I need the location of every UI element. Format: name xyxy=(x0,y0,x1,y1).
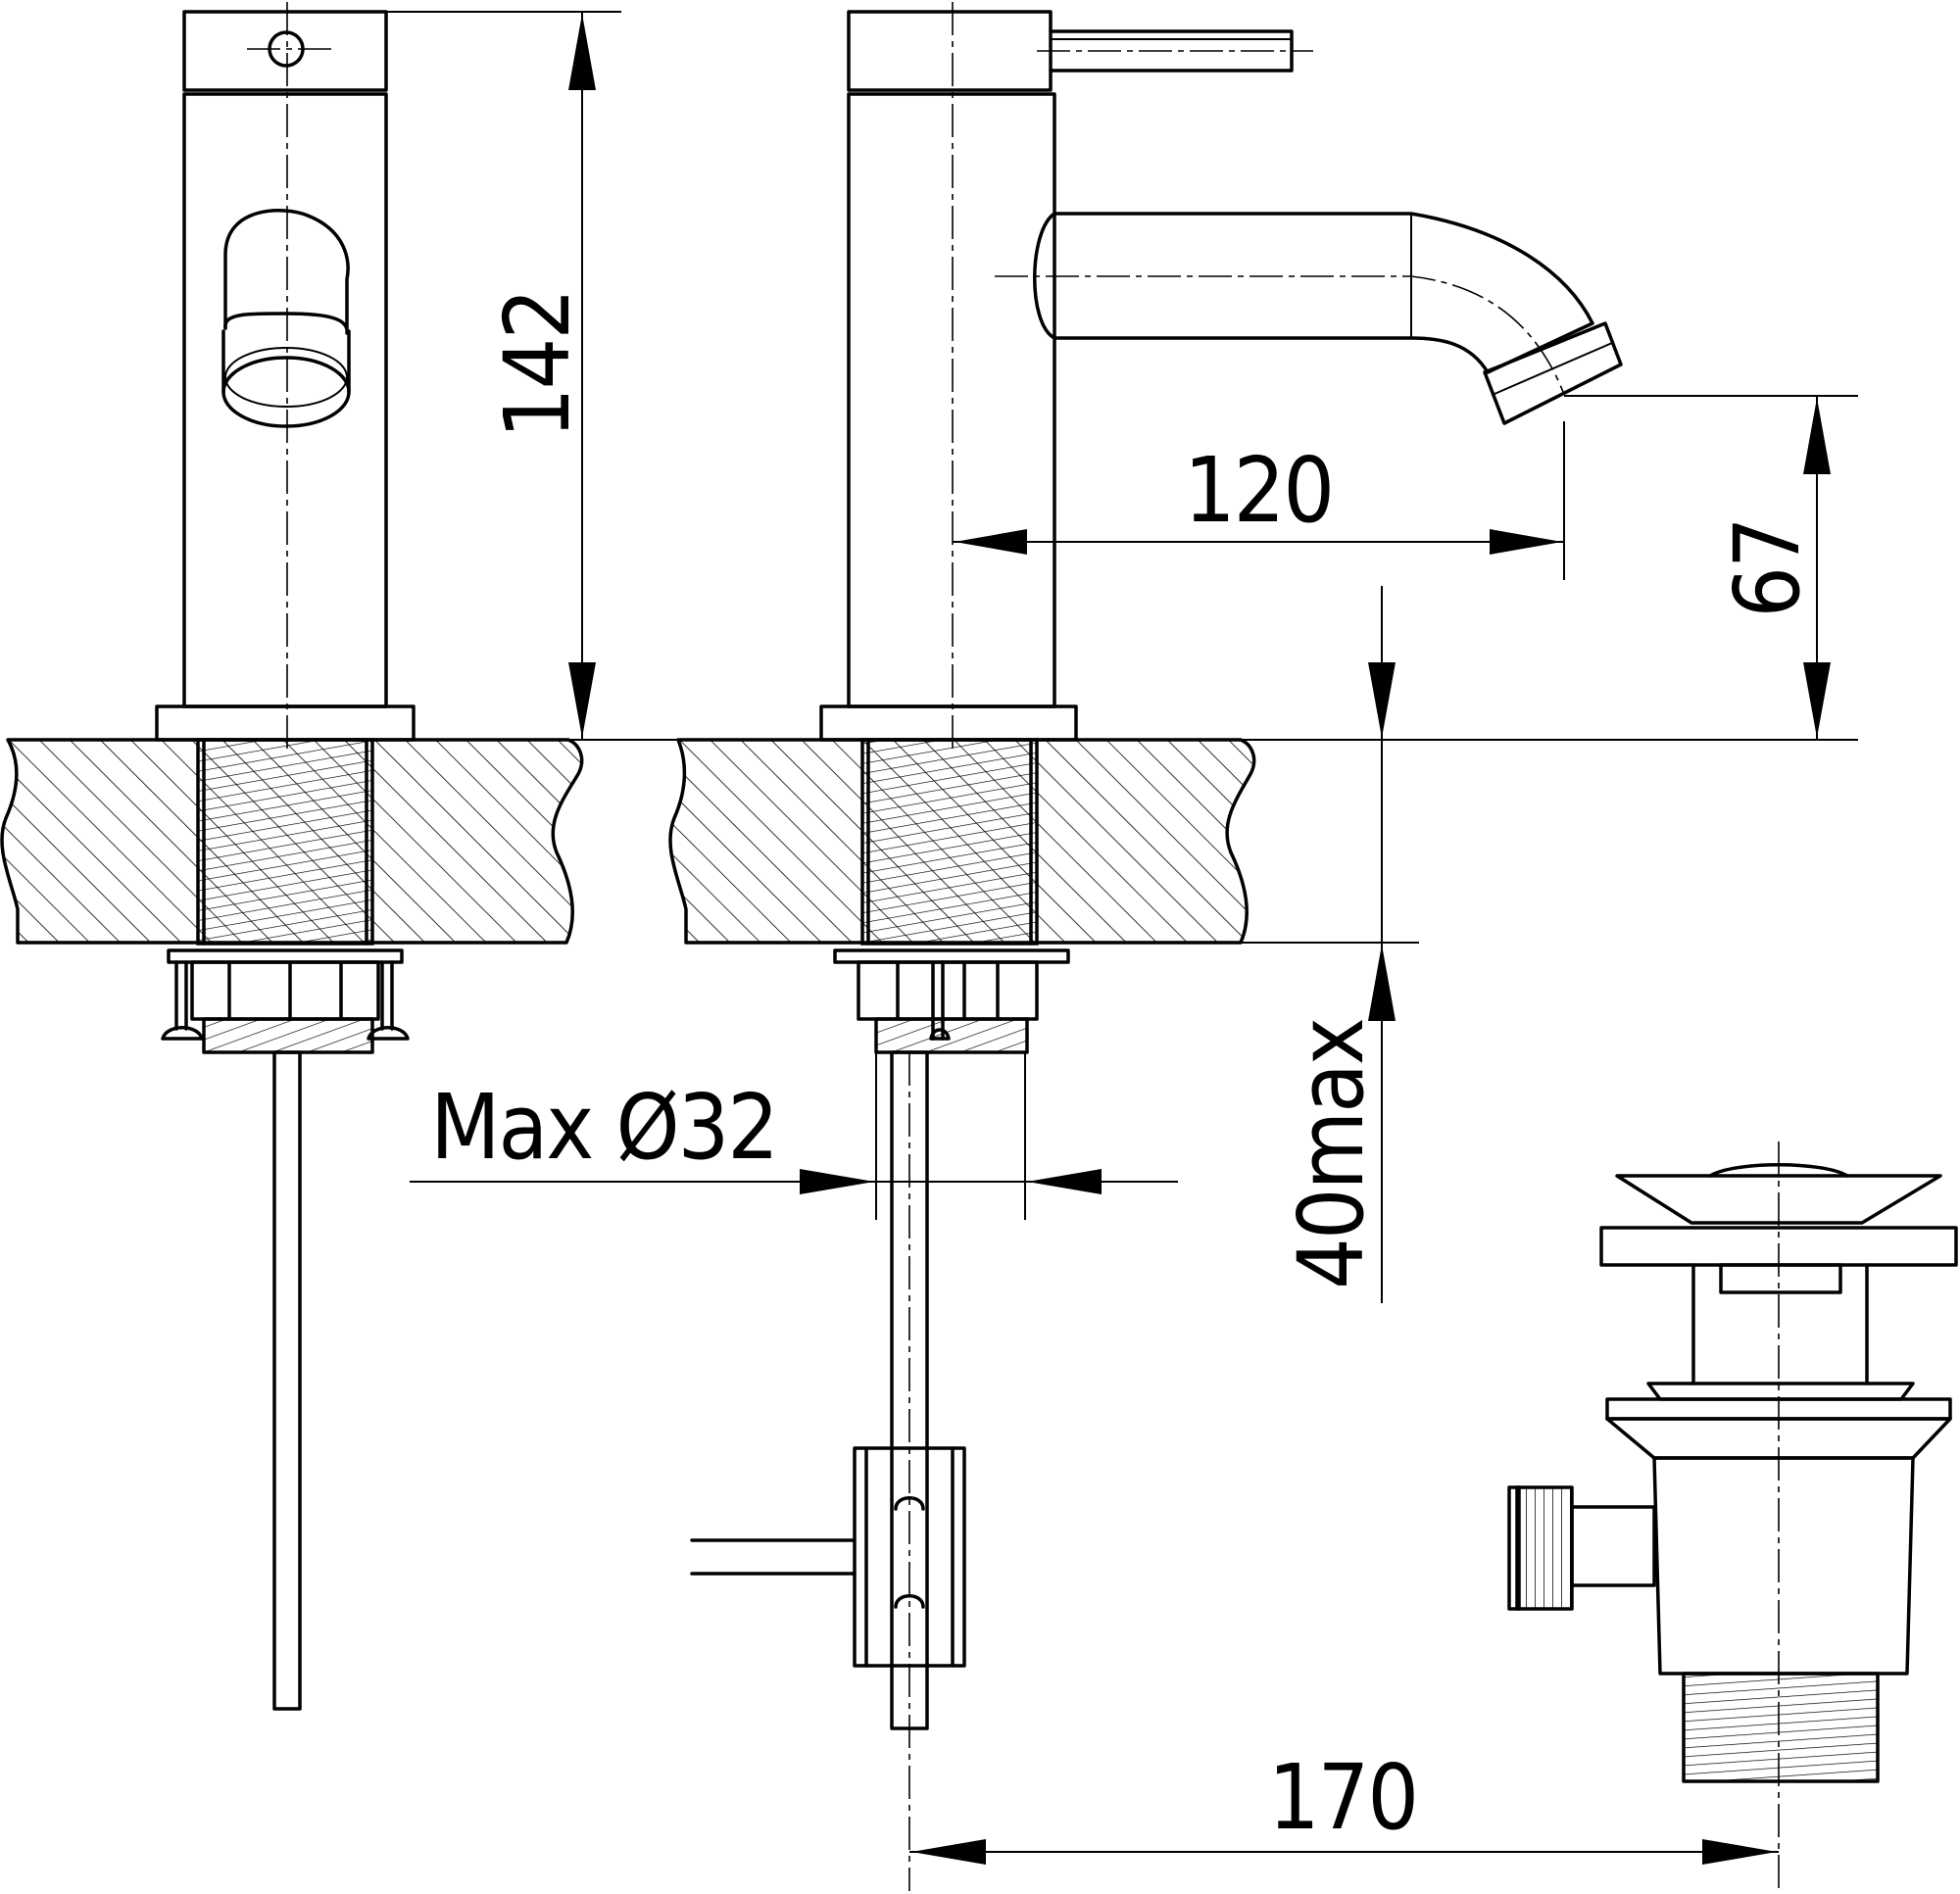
pop-up-drain xyxy=(1507,1141,1958,1894)
spout xyxy=(1053,212,1594,374)
dimension-labels: 142 120 67 40max Max Ø32 170 xyxy=(430,290,1820,1850)
shank-left xyxy=(196,738,374,946)
dim-reach-label: 120 xyxy=(1184,438,1333,543)
dim-drain-offset-label: 170 xyxy=(1268,1745,1417,1850)
lever-front xyxy=(223,209,350,330)
base-flange-left xyxy=(155,704,416,742)
dimension-lines xyxy=(386,11,1858,1865)
body-right xyxy=(847,92,1056,708)
dim-deck-thickness-label: 40max xyxy=(1279,1019,1384,1289)
body-left xyxy=(182,92,388,708)
cap-right xyxy=(847,10,1053,92)
aerator xyxy=(1483,321,1623,425)
dim-hole-diameter-label: Max Ø32 xyxy=(430,1075,777,1180)
cap-left xyxy=(182,10,388,92)
drain-knob xyxy=(1515,1485,1574,1611)
pop-up-clamp xyxy=(853,1446,966,1668)
front-view xyxy=(0,2,584,1711)
dim-height-label: 142 xyxy=(485,290,590,439)
shank-right xyxy=(860,738,1039,946)
side-view xyxy=(668,2,1623,1891)
base-flange-right xyxy=(819,704,1078,742)
drain-thread xyxy=(1682,1672,1880,1783)
dim-spout-height-label: 67 xyxy=(1715,518,1820,617)
supply-hose-left xyxy=(272,1050,302,1711)
